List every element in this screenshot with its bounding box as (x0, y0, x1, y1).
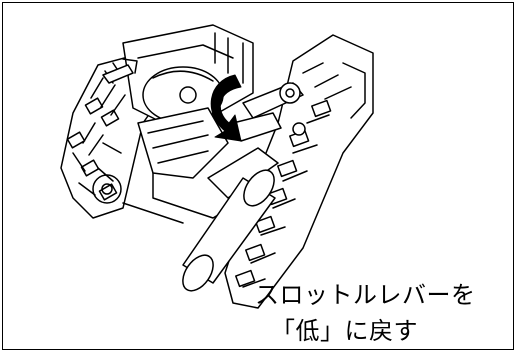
cylinder-grip (182, 147, 279, 292)
instruction-caption: スロットルレバーを 「低」に戻す (253, 277, 507, 349)
caption-line-1: スロットルレバーを (255, 281, 476, 309)
right-crawler-track (224, 34, 374, 309)
throttle-lever (232, 82, 306, 142)
engine-body (122, 24, 254, 124)
illustration-frame: スロットルレバーを 「低」に戻す (2, 2, 514, 350)
caption-line-2: 「低」に戻す (271, 317, 418, 345)
side-lever (102, 58, 138, 84)
rotation-arrow-icon (210, 74, 242, 142)
machine-illustration (60, 24, 374, 309)
